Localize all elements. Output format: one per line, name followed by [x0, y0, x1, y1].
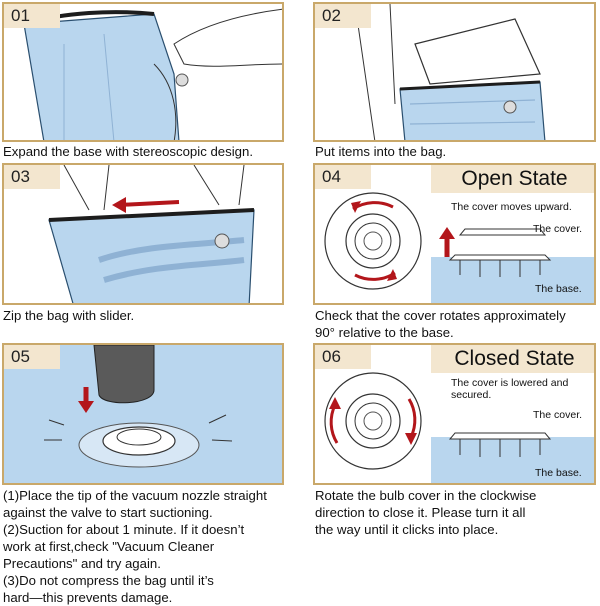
step-06-number: 06: [315, 345, 371, 369]
step-01-caption: Expand the base with stereoscopic design…: [3, 144, 253, 159]
step-02-panel: 02: [313, 2, 596, 142]
rotate-arrow-icon: [405, 433, 417, 445]
valve-top-view-closed: [324, 372, 594, 483]
label-base-closed: The base.: [535, 467, 582, 479]
step-03-illustration: [48, 165, 255, 303]
note-open: The cover moves upward.: [451, 201, 572, 213]
step-01-panel: 01: [2, 2, 284, 142]
label-base-open: The base.: [535, 283, 582, 295]
step-02-caption: Put items into the bag.: [315, 144, 447, 159]
vacuum-nozzle-icon: [93, 345, 155, 404]
arrow-down-icon: [78, 401, 94, 413]
arrow-up-icon: [439, 227, 455, 239]
step-04-caption: Check that the cover rotates approximate…: [315, 308, 566, 340]
step-05-caption: (1)Place the tip of the vacuum nozzle st…: [3, 488, 267, 605]
valve-top-view-open: [324, 192, 594, 303]
rotate-arrow-icon: [329, 397, 341, 409]
state-title-closed: Closed State: [431, 345, 594, 373]
step-03-caption: Zip the bag with slider.: [3, 308, 135, 323]
step-02-number: 02: [315, 4, 371, 28]
step-04-panel: 04 Open State The cover moves upward. Th…: [313, 163, 596, 305]
valve-icon: [214, 233, 230, 249]
note-closed: The cover is lowered and secured.: [451, 377, 569, 401]
step-01-number: 01: [4, 4, 60, 28]
step-06-panel: 06 Closed State The cover is lowered and…: [313, 343, 596, 485]
step-06-caption: Rotate the bulb cover in the clockwise d…: [315, 488, 537, 537]
label-cover-open: The cover.: [533, 223, 583, 235]
rotate-arrow-icon: [387, 269, 397, 281]
label-cover-closed: The cover.: [533, 409, 583, 421]
step-03-number: 03: [4, 165, 60, 189]
step-05-number: 05: [4, 345, 60, 369]
step-03-panel: 03: [2, 163, 284, 305]
arrow-left-icon: [112, 197, 126, 213]
step-05-illustration: [4, 345, 282, 483]
step-04-number: 04: [315, 165, 371, 189]
rotate-arrow-icon: [351, 201, 361, 213]
valve-icon: [503, 100, 517, 114]
valve-icon: [175, 73, 189, 87]
state-title-open: Open State: [431, 165, 594, 193]
step-02-illustration: [354, 4, 546, 140]
step-01-illustration: [23, 8, 282, 140]
step-05-panel: 05: [2, 343, 284, 485]
